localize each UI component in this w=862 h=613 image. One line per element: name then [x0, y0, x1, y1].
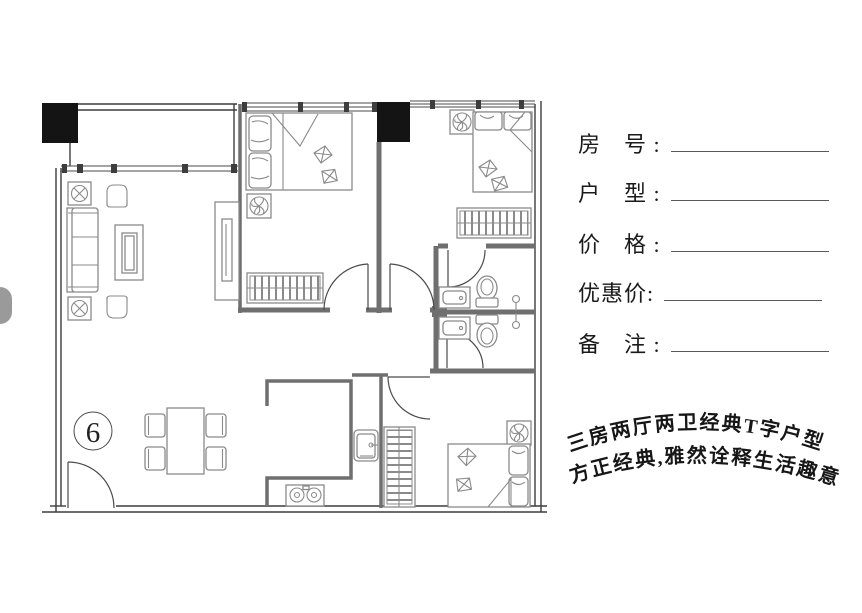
coffee-table [114, 224, 144, 281]
kitchen [265, 379, 379, 507]
pillow [508, 445, 529, 476]
pillow [248, 115, 272, 152]
form-row-remarks: 备 注 : [578, 327, 829, 359]
blanket-fold [509, 111, 533, 153]
armchair [106, 184, 128, 208]
fan-icon [449, 109, 475, 135]
toilet [475, 314, 499, 348]
sink [438, 316, 471, 340]
unit-number: 6 [86, 417, 101, 449]
door-mid-bedroom [323, 263, 369, 311]
form-row-price: 价 格 : [578, 227, 829, 259]
door-hallway [389, 263, 435, 311]
stove [285, 484, 325, 507]
living-room-furniture [66, 181, 240, 321]
floor-lamp-icon [67, 181, 92, 206]
armchair [106, 295, 128, 319]
kitchen-counter [265, 379, 353, 507]
blanket-fold [487, 477, 512, 508]
pillow [248, 152, 272, 189]
room-number-blank [670, 131, 829, 152]
window-top-middle [242, 102, 377, 112]
page-curl-handle[interactable] [0, 287, 12, 324]
dining-chair [144, 446, 166, 471]
fan-icon [246, 193, 272, 219]
toilet [475, 275, 499, 308]
bedroom-top-right [449, 109, 533, 239]
floor-lamp-icon [67, 296, 92, 321]
pillow [508, 476, 529, 507]
dining-chair [144, 413, 166, 438]
closet [383, 426, 416, 508]
discount-price-blank [664, 280, 823, 301]
tagline-line2: 方正经典,雅然诠释生活趣意 [566, 443, 843, 490]
bedroom-bottom-right [447, 420, 532, 508]
unit-type-label: 户 型 : [578, 181, 661, 206]
dining-chair [205, 446, 227, 471]
balcony [61, 103, 238, 173]
form-row-unit-type: 户 型 : [578, 176, 829, 208]
door-bottom-bedroom [387, 376, 431, 420]
column-top-left [42, 103, 78, 143]
pillow [474, 111, 503, 131]
bathroom-lower [438, 313, 521, 348]
tv-cabinet [214, 201, 240, 301]
shower-head-icon [511, 294, 521, 311]
shower-head-icon [511, 313, 521, 330]
door-entry [67, 461, 115, 509]
wardrobe [246, 272, 324, 304]
remarks-label: 备 注 : [578, 332, 661, 357]
price-blank [670, 231, 829, 252]
dining-chair [205, 413, 227, 438]
form-row-discount-price: 优惠价: [578, 276, 823, 308]
sink [438, 286, 471, 309]
room-number-label: 房 号 : [578, 132, 661, 157]
form-row-room-number: 房 号 : [578, 127, 829, 159]
dining-area: 6 [73, 407, 227, 475]
window-top-right [410, 100, 535, 109]
sofa [66, 207, 99, 293]
unit-type-blank [670, 180, 829, 201]
wardrobe [456, 207, 532, 239]
dining-table [166, 407, 205, 475]
fan-icon [506, 420, 532, 446]
price-label: 价 格 : [578, 232, 661, 257]
discount-price-label: 优惠价: [578, 281, 655, 306]
blanket-fold [271, 112, 319, 147]
unit-number-circle [73, 411, 113, 451]
bathroom-upper [438, 275, 521, 311]
kitchen-sink [353, 429, 379, 462]
remarks-blank [670, 331, 829, 352]
bedroom-top-middle [245, 112, 353, 304]
interior-walls [238, 104, 535, 508]
column-top-middle [377, 102, 410, 142]
